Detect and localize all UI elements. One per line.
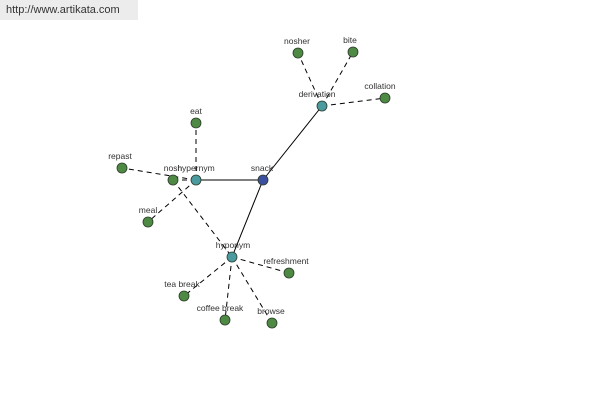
node-label-collation: collation	[364, 81, 395, 91]
word-node-refreshment[interactable]	[283, 267, 295, 279]
edge-derivation-bite	[321, 51, 354, 107]
root-node-snack[interactable]	[257, 174, 269, 186]
edge-hyponym-coffee-break	[224, 256, 233, 321]
node-label-hyponym: hyponym	[216, 240, 251, 250]
edge-snack-hyponym	[231, 179, 264, 258]
relation-node-derivation[interactable]	[316, 100, 328, 112]
edge-nosh-hyponym	[172, 179, 233, 258]
word-node-meal[interactable]	[142, 216, 154, 228]
word-node-repast[interactable]	[116, 162, 128, 174]
edge-derivation-collation	[321, 97, 386, 107]
node-label-eat: eat	[190, 106, 202, 116]
edge-hypernym-repast	[121, 167, 197, 181]
labels-layer: snack derivation hypernym hyponym nosher bite…	[108, 35, 396, 316]
edge-derivation-nosher	[297, 52, 323, 107]
node-label-nosher: nosher	[284, 36, 310, 46]
edge-hypernym-meal	[147, 179, 197, 223]
node-label-browse: browse	[257, 306, 285, 316]
word-node-coffee-break[interactable]	[219, 314, 231, 326]
relation-node-hyponym[interactable]	[226, 251, 238, 263]
node-label-tea-break: tea break	[164, 279, 200, 289]
node-label-meal: meal	[139, 205, 158, 215]
site-banner: http://www.artikata.com	[0, 0, 138, 20]
relation-node-hypernym[interactable]	[190, 174, 202, 186]
node-label-hypernym: hypernym	[177, 163, 214, 173]
edge-hyponym-tea-break	[183, 256, 233, 297]
word-node-tea-break[interactable]	[178, 290, 190, 302]
word-node-eat[interactable]	[190, 117, 202, 129]
node-label-repast: repast	[108, 151, 132, 161]
node-label-refreshment: refreshment	[263, 256, 309, 266]
site-url[interactable]: http://www.artikata.com	[6, 4, 120, 16]
word-node-browse[interactable]	[266, 317, 278, 329]
edges-layer	[121, 51, 386, 324]
word-node-nosh[interactable]	[167, 174, 179, 186]
node-label-bite: bite	[343, 35, 357, 45]
word-node-nosher[interactable]	[292, 47, 304, 59]
node-label-snack: snack	[251, 163, 274, 173]
node-label-coffee-break: coffee break	[197, 303, 244, 313]
word-node-collation[interactable]	[379, 92, 391, 104]
edge-hyponym-refreshment	[231, 256, 290, 274]
edge-snack-derivation	[262, 105, 323, 181]
node-label-nosh: nosh	[164, 163, 183, 173]
node-label-derivation: derivation	[299, 89, 336, 99]
word-node-bite[interactable]	[347, 46, 359, 58]
nodes-layer	[116, 46, 391, 329]
edge-hyponym-browse	[231, 256, 273, 324]
